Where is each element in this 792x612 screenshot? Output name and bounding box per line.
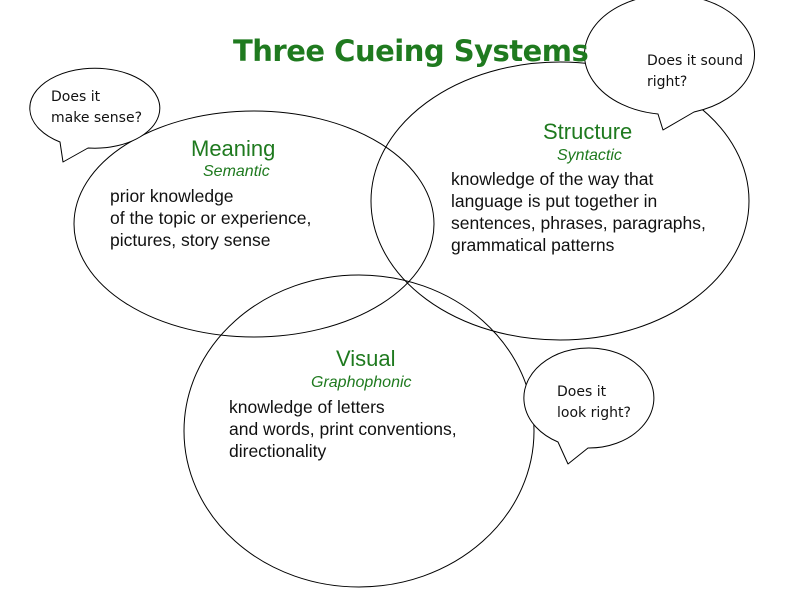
structure-heading: Structure (543, 119, 633, 144)
visual-description: knowledge of letters and words, print co… (229, 397, 457, 461)
meaning-heading: Meaning (191, 136, 276, 161)
look-bubble-text: Does it look right? (557, 384, 631, 421)
visual-circle (183, 274, 535, 588)
visual-subheading: Graphophonic (311, 374, 412, 391)
page-title: Three Cueing Systems (233, 34, 589, 68)
sound-bubble-text: Does it sound right? (647, 53, 744, 90)
sense-bubble-text: Does it make sense? (51, 89, 143, 126)
meaning-description: prior knowledge of the topic or experien… (110, 186, 312, 250)
meaning-circle (73, 110, 435, 338)
structure-description: knowledge of the way that language is pu… (451, 169, 706, 255)
structure-circle (370, 61, 750, 341)
meaning-subheading: Semantic (203, 163, 270, 180)
structure-subheading: Syntactic (557, 147, 622, 164)
look-speech-bubble (523, 347, 655, 465)
visual-heading: Visual (336, 346, 396, 371)
sense-speech-bubble (29, 67, 161, 163)
sound-speech-bubble (583, 0, 755, 131)
